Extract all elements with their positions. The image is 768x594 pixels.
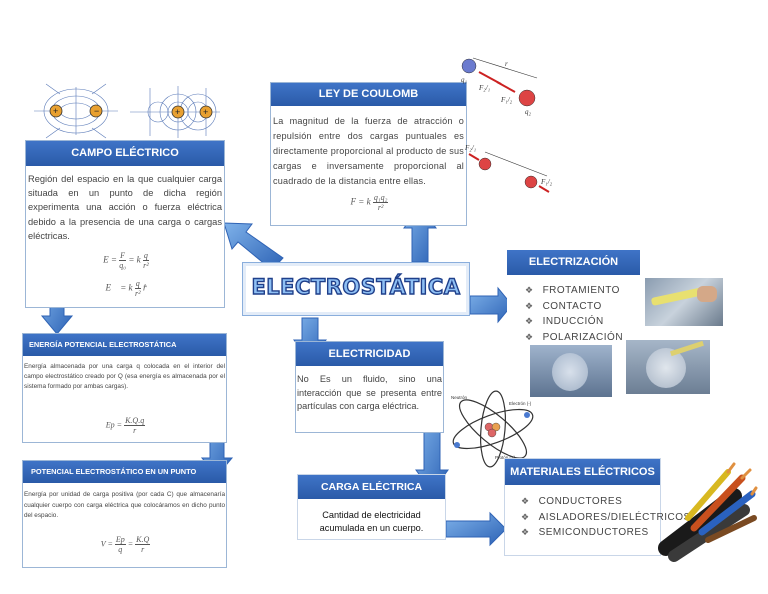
energia-box: ENERGÍA POTENCIAL ELECTROSTÁTICA Energía… bbox=[22, 333, 227, 443]
coulomb-heading: LEY DE COULOMB bbox=[271, 83, 466, 106]
electrizacion-list: ❖FROTAMIENTO ❖CONTACTO ❖INDUCCIÓN ❖POLAR… bbox=[507, 275, 640, 345]
carga-text: Cantidad de electricidad acumulada en un… bbox=[319, 510, 424, 533]
svg-text:−: − bbox=[94, 106, 99, 116]
electricidad-box: ELECTRICIDAD No Es un fluido, sino una i… bbox=[295, 341, 444, 433]
list-item: ❖POLARIZACIÓN bbox=[525, 331, 624, 343]
svg-text:q₁: q₁ bbox=[461, 76, 467, 84]
potencial-box: POTENCIAL ELECTROSTÁTICO EN UN PUNTO Ene… bbox=[22, 460, 227, 568]
campo-electrico-box: CAMPO ELÉCTRICO Región del espacio en la… bbox=[25, 140, 225, 308]
electricidad-text: No Es un fluido, sino una interacción qu… bbox=[297, 374, 442, 411]
coulomb-box: LEY DE COULOMB La magnitud de la fuerza … bbox=[270, 82, 467, 226]
svg-text:F₁/₂: F₁/₂ bbox=[500, 96, 513, 104]
list-item: ❖INDUCCIÓN bbox=[525, 316, 604, 327]
coulomb-text: La magnitud de la fuerza de atracción o … bbox=[273, 116, 464, 186]
list-item: ❖SEMICONDUCTORES bbox=[521, 527, 649, 538]
campo-electrico-heading: CAMPO ELÉCTRICO bbox=[26, 141, 224, 166]
atom-image: Neutrón Electrón (-) Protón (+) bbox=[451, 390, 534, 468]
energia-text: Energía almacenada por una carga q coloc… bbox=[24, 363, 225, 390]
cable-image bbox=[658, 462, 758, 562]
atom-neutron-label: Neutrón bbox=[451, 395, 468, 400]
svg-text:+: + bbox=[203, 107, 208, 117]
potencial-heading: POTENCIAL ELECTROSTÁTICO EN UN PUNTO bbox=[23, 461, 226, 483]
fig-r-label: r bbox=[505, 60, 508, 68]
arrow-to-electrizacion bbox=[469, 286, 513, 324]
title-frame: ELECTROSTÁTICA bbox=[242, 262, 470, 316]
list-item: ❖AISLADORES/DIELÉCTRICOS bbox=[521, 511, 691, 523]
carga-heading: CARGA ELÉCTRICA bbox=[298, 475, 445, 499]
electrizacion-box: ELECTRIZACIÓN ❖FROTAMIENTO ❖CONTACTO ❖IN… bbox=[507, 250, 640, 345]
svg-text:F₁/₂: F₁/₂ bbox=[540, 178, 553, 186]
svg-text:q₂: q₂ bbox=[525, 108, 532, 116]
coulomb-figure: r F₂/₁ F₁/₂ q₁ q₂ F₂/₁ F₁/₂ bbox=[461, 57, 553, 193]
carga-box: CARGA ELÉCTRICA Cantidad de electricidad… bbox=[297, 474, 446, 540]
arrow-to-campo bbox=[223, 222, 284, 271]
materiales-box: MATERIALES ELÉCTRICOS ❖CONDUCTORES ❖AISL… bbox=[504, 458, 691, 556]
field-lines-image: + − + + bbox=[34, 83, 220, 139]
charge-neg-icon bbox=[89, 104, 103, 118]
materiales-list: ❖CONDUCTORES ❖AISLADORES/DIELÉCTRICOS ❖S… bbox=[505, 485, 691, 541]
atom-electron-label: Electrón (-) bbox=[509, 401, 532, 406]
electricidad-heading: ELECTRICIDAD bbox=[296, 342, 443, 366]
svg-text:+: + bbox=[53, 106, 58, 116]
potencial-text: Energía por unidad de carga positiva (po… bbox=[24, 491, 225, 519]
photo-glass-2 bbox=[626, 340, 710, 394]
page-title: ELECTROSTÁTICA bbox=[251, 274, 461, 299]
svg-text:F₂/₁: F₂/₁ bbox=[478, 84, 490, 92]
q1-sphere bbox=[461, 58, 477, 74]
atom-proton-label: Protón (+) bbox=[495, 455, 516, 460]
list-item: ❖CONDUCTORES bbox=[521, 496, 623, 507]
photo-glass-1 bbox=[530, 345, 612, 397]
svg-text:F₂/₁: F₂/₁ bbox=[464, 144, 476, 152]
q2-sphere bbox=[518, 89, 536, 107]
arrow-carga-to-materiales bbox=[445, 511, 507, 547]
campo-electrico-text: Región del espacio en la que cualquier c… bbox=[28, 174, 222, 241]
energia-heading: ENERGÍA POTENCIAL ELECTROSTÁTICA bbox=[23, 334, 226, 356]
list-item: ❖CONTACTO bbox=[525, 300, 602, 312]
photo-rod bbox=[645, 278, 723, 326]
list-item: ❖FROTAMIENTO bbox=[525, 285, 620, 296]
electrizacion-heading: ELECTRIZACIÓN bbox=[507, 250, 640, 275]
svg-text:+: + bbox=[175, 107, 180, 117]
materiales-heading: MATERIALES ELÉCTRICOS bbox=[505, 459, 660, 485]
charge-pos-icon bbox=[49, 104, 63, 118]
